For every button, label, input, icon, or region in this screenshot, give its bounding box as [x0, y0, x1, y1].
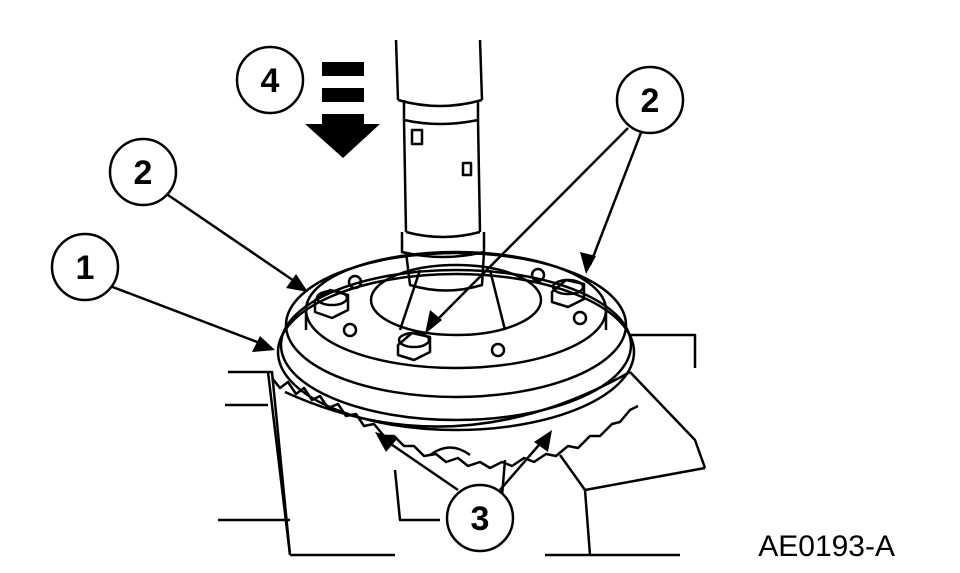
down-arrow-icon: [305, 62, 380, 158]
callout-3-label: 3: [471, 500, 490, 538]
press-shaft: [394, 39, 486, 292]
fixture-blocks: [218, 333, 707, 557]
callout-2-left: 2: [108, 137, 178, 207]
callout-4: 4: [235, 45, 305, 115]
bolt-left: [313, 288, 350, 320]
bolt-center: [396, 331, 432, 362]
leader-lines: [109, 127, 644, 492]
callout-2-left-label: 2: [134, 154, 153, 192]
callout-2-right: 2: [615, 65, 685, 135]
callout-4-label: 4: [261, 62, 280, 100]
callout-1: 1: [50, 232, 120, 302]
leader-arrowheads: [252, 252, 596, 452]
callout-1-label: 1: [76, 249, 95, 287]
callout-3: 3: [445, 483, 515, 553]
bolt-right: [550, 278, 586, 309]
ring-gear: [271, 268, 639, 470]
figure-id: AE0193-A: [758, 530, 895, 563]
callout-2-right-label: 2: [641, 82, 660, 120]
